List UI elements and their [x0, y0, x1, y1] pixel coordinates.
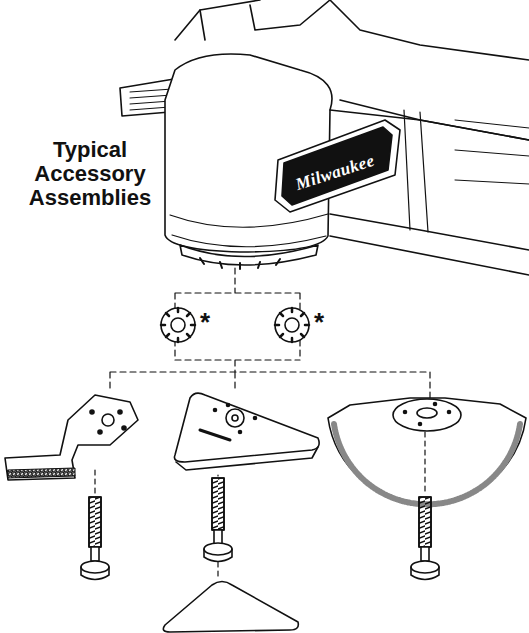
footnote-star: *: [314, 309, 324, 335]
footnote-star: *: [200, 309, 210, 335]
title-text: Typical Accessory Assemblies: [20, 138, 160, 210]
